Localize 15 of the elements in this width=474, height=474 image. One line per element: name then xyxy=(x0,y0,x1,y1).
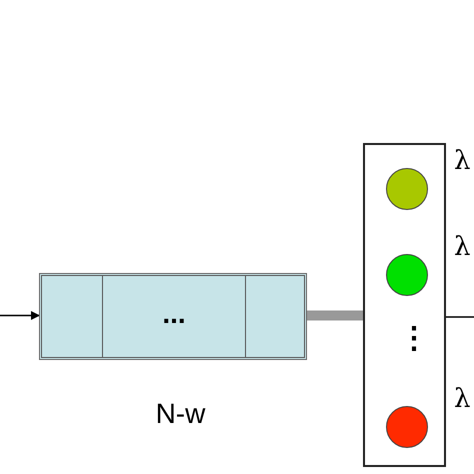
queue-cell xyxy=(102,275,246,358)
queue-box xyxy=(39,273,307,360)
rate-label: λ xyxy=(454,146,470,176)
queue-cell xyxy=(41,275,103,358)
rate-label: λ xyxy=(454,384,470,414)
rate-label: λ xyxy=(454,232,470,262)
server-circle xyxy=(386,406,428,448)
ellipsis-text: ... xyxy=(162,297,186,330)
arrow xyxy=(0,311,40,320)
vertical-ellipsis: ⋮ xyxy=(399,321,429,356)
server-box xyxy=(363,143,446,467)
server-circle xyxy=(386,168,428,210)
queue-cell xyxy=(245,275,305,358)
server-circle xyxy=(386,254,428,296)
queue-label: N-w xyxy=(156,398,206,430)
